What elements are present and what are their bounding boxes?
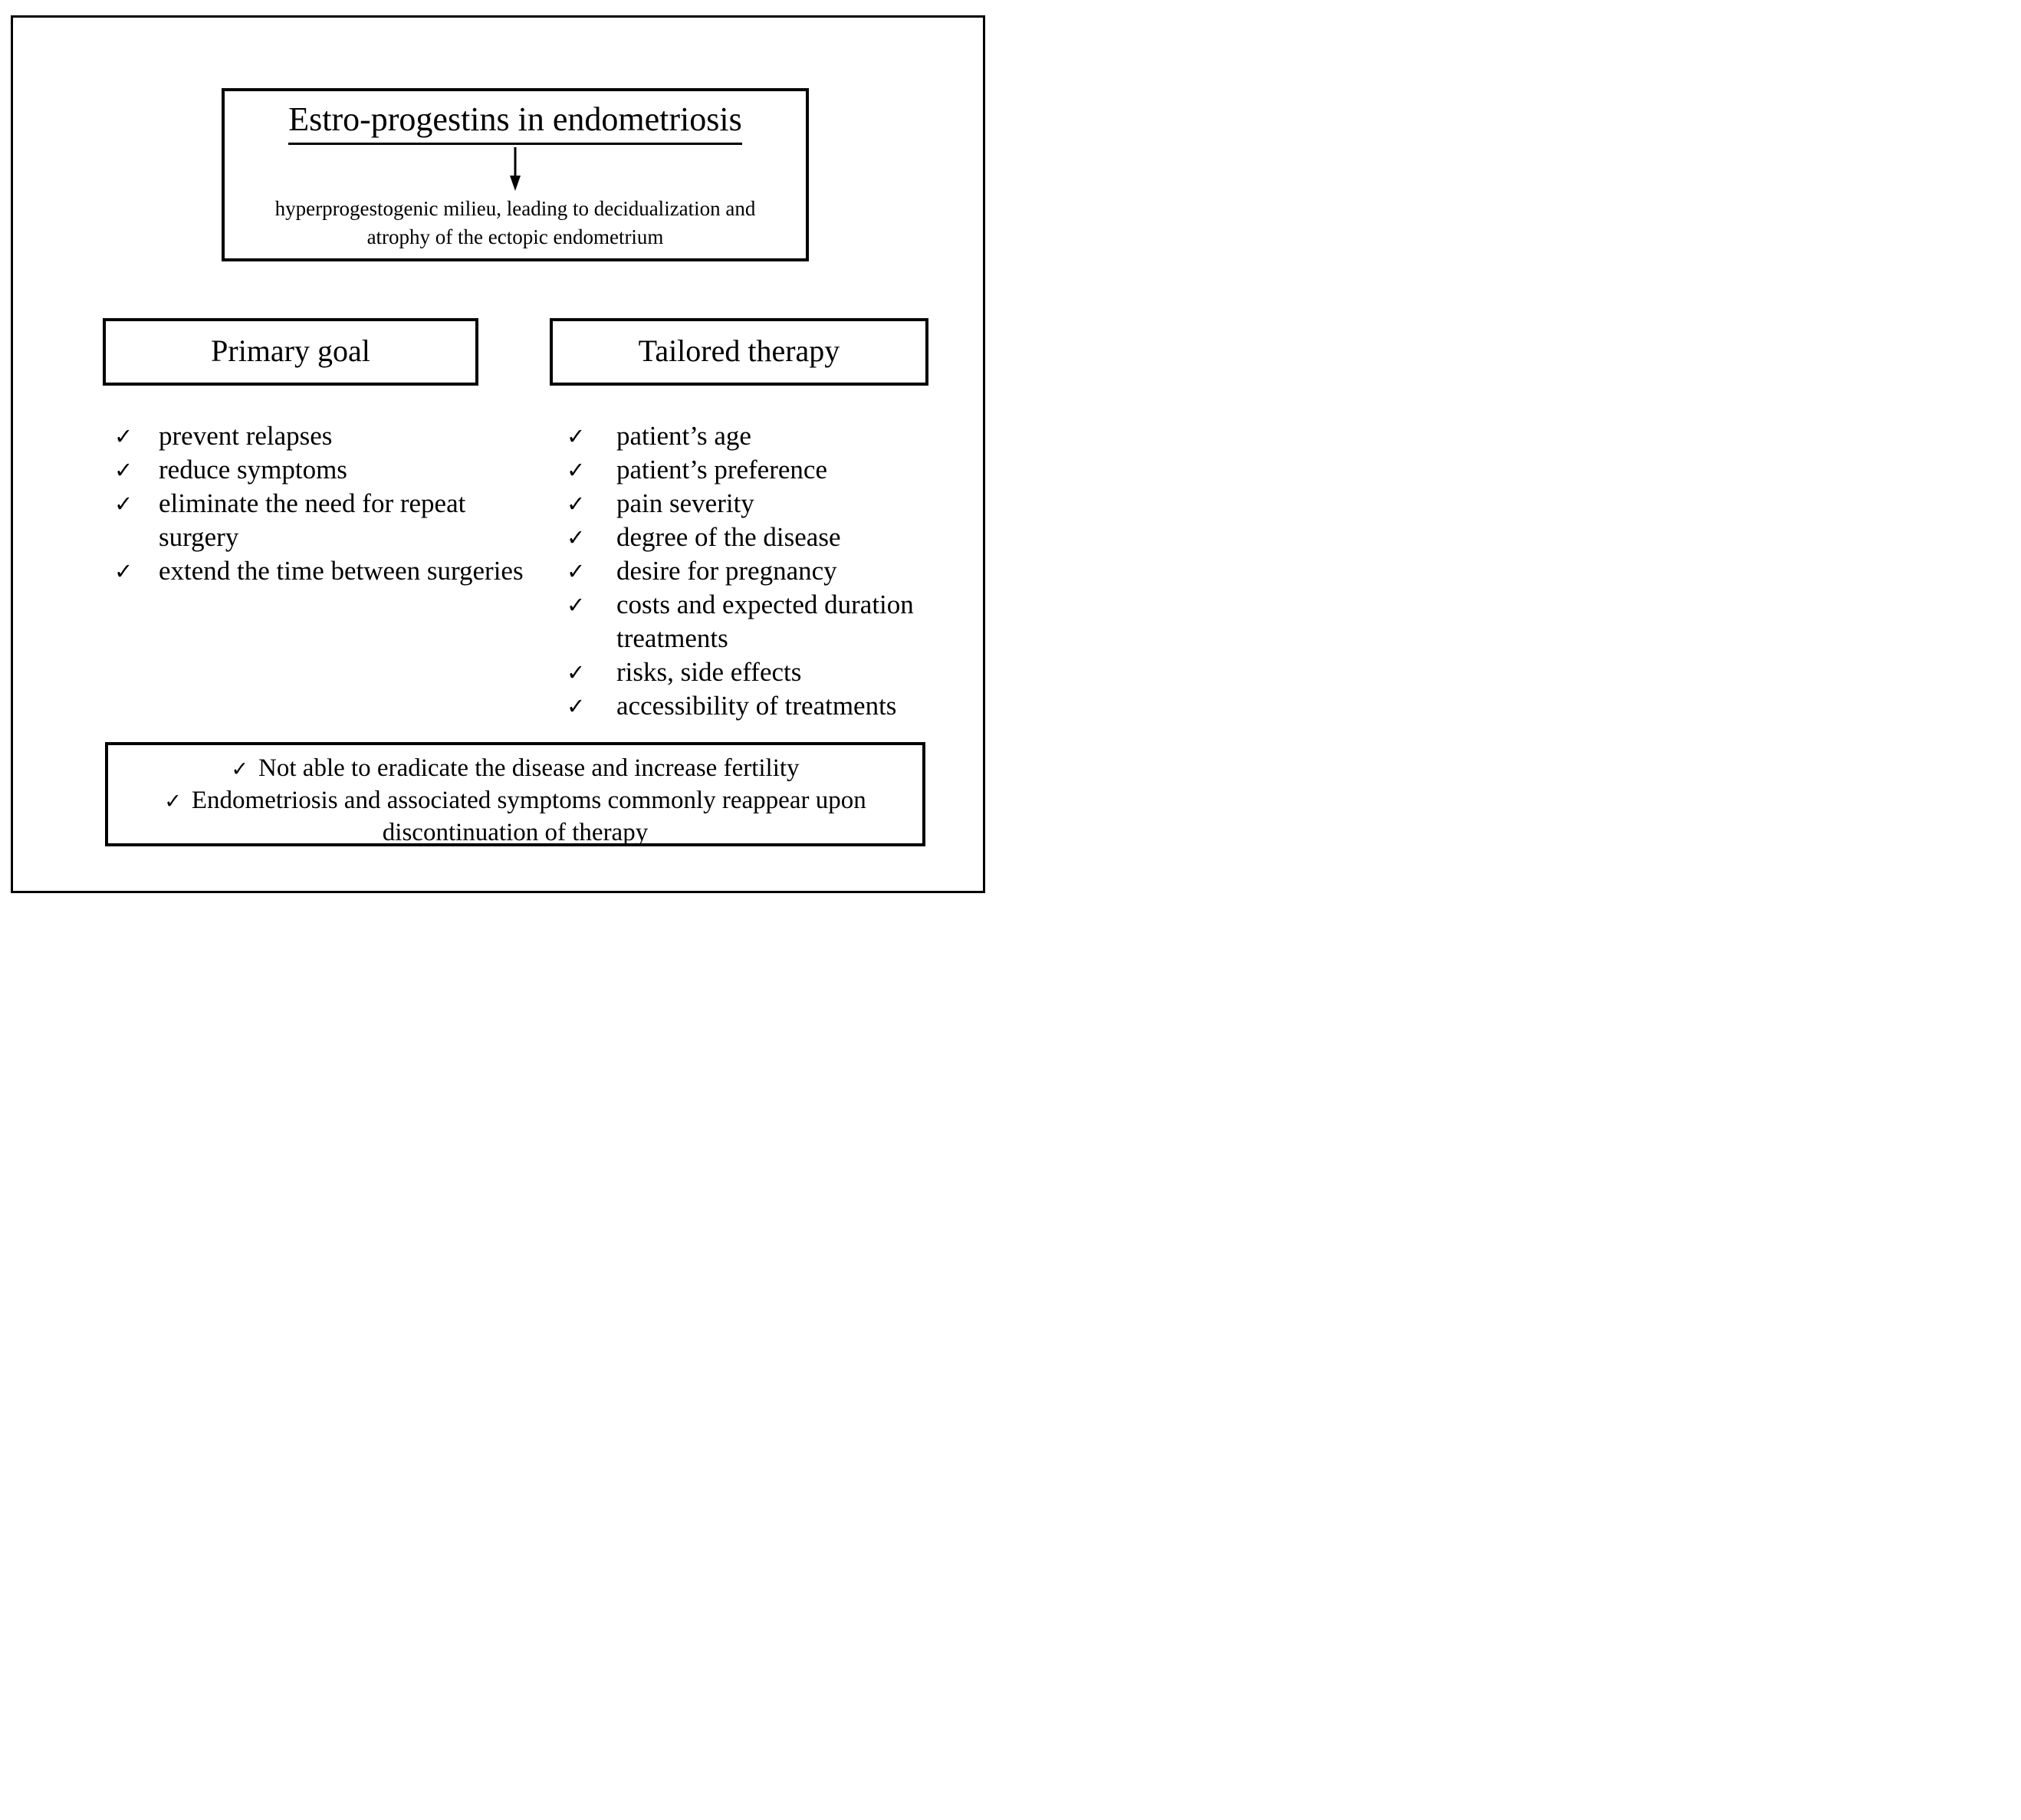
list-item-text: desire for pregnancy <box>616 556 837 586</box>
tailored-therapy-box: Tailored therapy <box>550 318 928 386</box>
figure-title: Estro-progestins in endometriosis <box>288 101 742 145</box>
primary-goal-heading: Primary goal <box>211 333 370 368</box>
description-line: hyperprogestogenic milieu, leading to de… <box>274 197 756 220</box>
mechanism-description: hyperprogestogenic milieu, leading to de… <box>225 195 806 251</box>
primary-goal-box: Primary goal <box>103 318 478 386</box>
list-item-text: degree of the disease <box>616 522 841 552</box>
check-icon: ✓ <box>114 457 133 483</box>
list-item: ✓ degree of the disease <box>567 521 988 554</box>
check-icon: ✓ <box>567 659 586 685</box>
list-item: ✓ desire for pregnancy <box>567 554 988 588</box>
tailored-therapy-heading: Tailored therapy <box>638 333 840 368</box>
check-icon: ✓ <box>567 491 586 517</box>
check-icon: ✓ <box>114 491 133 517</box>
list-item: ✓ risks, side effects <box>567 655 988 689</box>
down-arrow-icon <box>510 147 521 191</box>
check-icon: ✓ <box>567 524 586 550</box>
list-item-text: eliminate the need for repeat surgery <box>159 488 466 552</box>
primary-goal-list: ✓ prevent relapses ✓ reduce symptoms ✓ e… <box>114 419 544 588</box>
check-icon: ✓ <box>114 423 133 449</box>
summary-item-text: Endometriosis and associated symptoms co… <box>191 787 866 846</box>
summary-item: ✓ Not able to eradicate the disease and i… <box>123 753 907 785</box>
list-item-text: pain severity <box>616 488 754 518</box>
list-item-text: risks, side effects <box>616 657 802 687</box>
summary-item-text: Not able to eradicate the disease and in… <box>258 754 800 782</box>
list-item: ✓ accessibility of treatments <box>567 689 988 723</box>
check-icon: ✓ <box>567 558 586 584</box>
list-item: ✓ eliminate the need for repeat surgery <box>114 487 544 554</box>
list-item: ✓ extend the time between surgeries <box>114 554 544 588</box>
description-line: atrophy of the ectopic endometrium <box>366 225 664 248</box>
list-item: ✓ reduce symptoms <box>114 453 544 487</box>
list-item-text: reduce symptoms <box>159 455 347 485</box>
list-item: ✓ costs and expected duration treatments <box>567 588 988 655</box>
list-item: ✓ patient’s age <box>567 419 988 453</box>
list-item: ✓ prevent relapses <box>114 419 544 453</box>
check-icon: ✓ <box>164 790 182 813</box>
list-item-text: costs and expected duration treatments <box>616 590 914 653</box>
summary-item: ✓ Endometriosis and associated symptoms c… <box>123 785 907 848</box>
list-item-text: patient’s age <box>616 421 751 451</box>
tailored-therapy-list: ✓ patient’s age ✓ patient’s preference ✓… <box>567 419 988 723</box>
list-item-text: extend the time between surgeries <box>159 556 524 586</box>
list-item-text: prevent relapses <box>159 421 333 451</box>
list-item-text: accessibility of treatments <box>616 691 897 721</box>
outer-frame: Estro-progestins in endometriosis hyperp… <box>11 15 985 893</box>
list-item: ✓ patient’s preference <box>567 453 988 487</box>
list-item: ✓ pain severity <box>567 487 988 521</box>
check-icon: ✓ <box>231 757 249 781</box>
estro-progestins-box: Estro-progestins in endometriosis hyperp… <box>222 88 809 261</box>
limitations-summary-box: ✓ Not able to eradicate the disease and i… <box>105 742 925 846</box>
list-item-text: patient’s preference <box>616 455 827 485</box>
check-icon: ✓ <box>567 592 586 618</box>
check-icon: ✓ <box>114 558 133 584</box>
check-icon: ✓ <box>567 693 586 719</box>
check-icon: ✓ <box>567 457 586 483</box>
check-icon: ✓ <box>567 423 586 449</box>
figure-page: Estro-progestins in endometriosis hyperp… <box>0 0 1010 910</box>
